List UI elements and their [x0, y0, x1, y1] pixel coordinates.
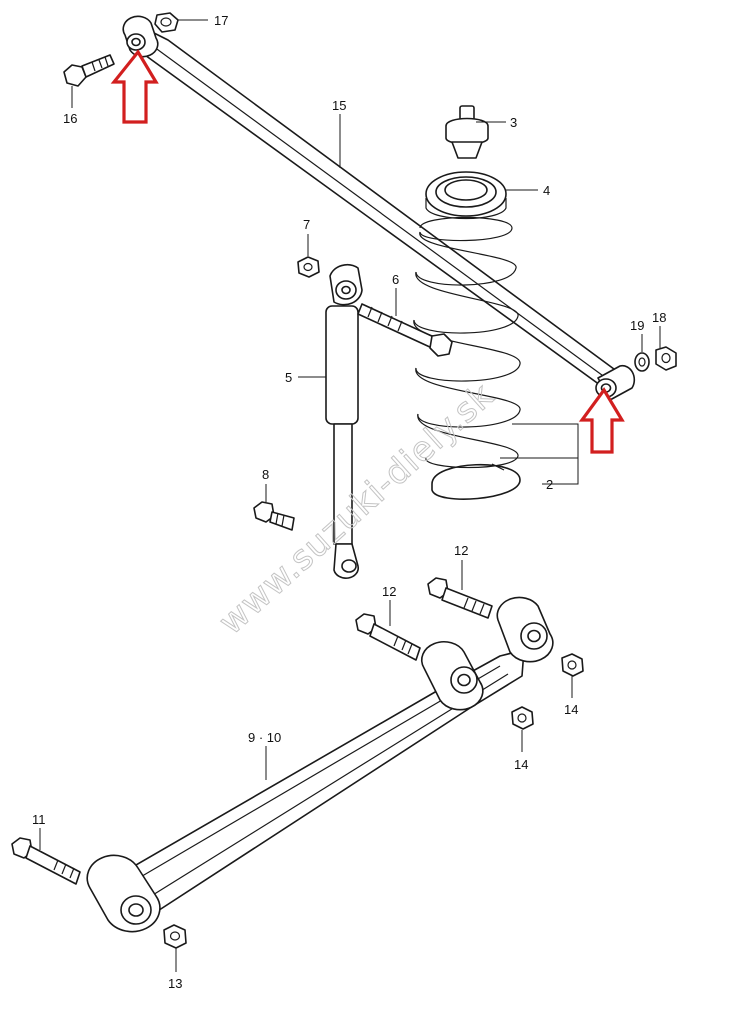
callout-numbers: 17 16 15 3 4 7 6 5 19 18 2 8 12 12 14 14… [32, 13, 666, 991]
callout-11: 11 [32, 812, 46, 827]
bolt-6 [357, 303, 453, 357]
bolt-8 [253, 501, 295, 531]
callout-17: 17 [214, 13, 228, 28]
callout-14-right: 14 [564, 702, 578, 717]
leader-lines [39, 19, 661, 972]
bolt-11 [11, 837, 81, 885]
nut-17 [154, 12, 179, 33]
coil-spring-2 [413, 216, 521, 500]
bump-stop-3 [445, 105, 489, 159]
callout-2: 2 [546, 477, 553, 492]
callout-12-upper: 12 [454, 543, 468, 558]
callout-9-10: 9 · 10 [248, 730, 281, 745]
nut-14-left [511, 706, 534, 730]
callout-13: 13 [168, 976, 182, 991]
trailing-arm [86, 596, 554, 933]
highlight-arrow-rod-end-right [578, 387, 625, 454]
callout-18: 18 [652, 310, 666, 325]
bolt-16 [63, 54, 115, 87]
callout-5: 5 [285, 370, 292, 385]
nut-18 [655, 346, 677, 371]
spring-seat-4 [425, 171, 507, 220]
bolt-12-lower [355, 613, 421, 661]
nut-14-right [561, 653, 584, 677]
callout-6: 6 [392, 272, 399, 287]
callout-4: 4 [543, 183, 550, 198]
washer-19 [634, 352, 650, 372]
shock-absorber-5 [325, 264, 363, 579]
callout-15: 15 [332, 98, 346, 113]
callout-16: 16 [63, 111, 77, 126]
callout-14-left: 14 [514, 757, 528, 772]
nut-7 [297, 256, 320, 278]
callout-19: 19 [630, 318, 644, 333]
callout-12-lower: 12 [382, 584, 396, 599]
callout-7: 7 [303, 217, 310, 232]
lateral-rod [122, 15, 636, 401]
callout-8: 8 [262, 467, 269, 482]
bolt-12-upper [427, 577, 493, 619]
nut-13 [163, 924, 187, 949]
highlight-arrow-rod-end-left [110, 49, 159, 124]
callout-3: 3 [510, 115, 517, 130]
